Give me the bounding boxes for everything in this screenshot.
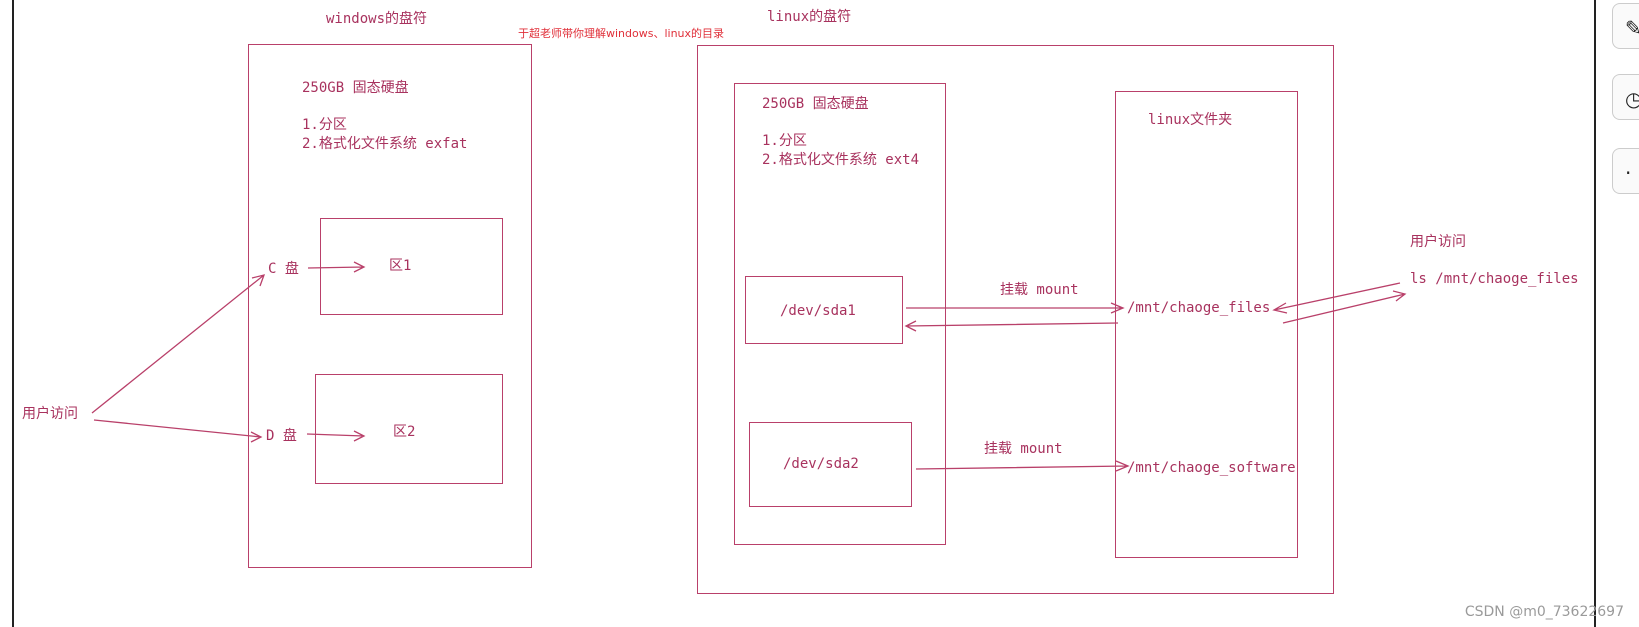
arrow-ls-to-path <box>1272 282 1401 314</box>
arrow-sda2-to-path <box>915 460 1130 472</box>
arrow-sda1-to-path <box>906 302 1125 314</box>
windows-disk-label: 250GB 固态硬盘 <box>302 80 409 96</box>
windows-step-format: 2.格式化文件系统 exfat <box>302 136 468 152</box>
windows-step-partition: 1.分区 <box>302 117 347 133</box>
ls-command-label: ls /mnt/chaoge_files <box>1410 271 1579 287</box>
sda2-label: /dev/sda2 <box>783 456 859 472</box>
edit-icon: ✎ <box>1625 16 1639 40</box>
mount-1-label: 挂载 mount <box>1000 282 1079 298</box>
arrow-path-to-user <box>1282 290 1407 324</box>
linux-disk-label: 250GB 固态硬盘 <box>762 96 869 112</box>
more-icon: · <box>1625 161 1632 185</box>
linux-step-partition: 1.分区 <box>762 133 807 149</box>
mount-path-software: /mnt/chaoge_software <box>1127 460 1296 476</box>
linux-user-access-label: 用户访问 <box>1410 234 1466 250</box>
clock-icon: ◷ <box>1625 87 1639 111</box>
sda1-label: /dev/sda1 <box>780 303 856 319</box>
mount-2-label: 挂载 mount <box>984 441 1063 457</box>
frame-border-right <box>1594 0 1596 627</box>
linux-outer-box <box>697 45 1334 594</box>
arrow-d-to-part2 <box>306 430 366 442</box>
toolbar-clock-button[interactable]: ◷ <box>1612 74 1639 120</box>
frame-border-left <box>12 0 14 627</box>
toolbar-more-button[interactable]: · <box>1612 148 1639 194</box>
drive-d-label: D 盘 <box>266 428 297 444</box>
arrow-c-to-part1 <box>307 261 366 273</box>
toolbar-edit-button[interactable]: ✎ <box>1612 3 1639 49</box>
mount-path-files: /mnt/chaoge_files <box>1127 300 1271 316</box>
linux-folder-label: linux文件夹 <box>1148 112 1233 128</box>
partition-2-box <box>315 374 503 484</box>
arrow-user-to-d <box>93 419 263 443</box>
watermark: CSDN @m0_73622697 <box>1464 604 1624 620</box>
partition-1-label: 区1 <box>389 258 412 274</box>
partition-1-box <box>320 218 503 315</box>
arrow-path-to-sda1 <box>904 320 1119 332</box>
windows-title: windows的盘符 <box>326 11 428 27</box>
arrow-user-to-c <box>91 274 266 414</box>
linux-title: linux的盘符 <box>767 9 852 25</box>
linux-disk-box <box>734 83 946 545</box>
annotation-note: 于超老师带你理解windows、linux的目录 <box>518 27 725 40</box>
linux-folder-box <box>1115 91 1298 558</box>
sda1-box <box>745 276 903 344</box>
windows-disk-box <box>248 44 532 568</box>
partition-2-label: 区2 <box>393 424 416 440</box>
sda2-box <box>749 422 912 507</box>
drive-c-label: C 盘 <box>268 261 299 277</box>
linux-step-format: 2.格式化文件系统 ext4 <box>762 152 920 168</box>
windows-user-access-label: 用户访问 <box>22 406 78 422</box>
